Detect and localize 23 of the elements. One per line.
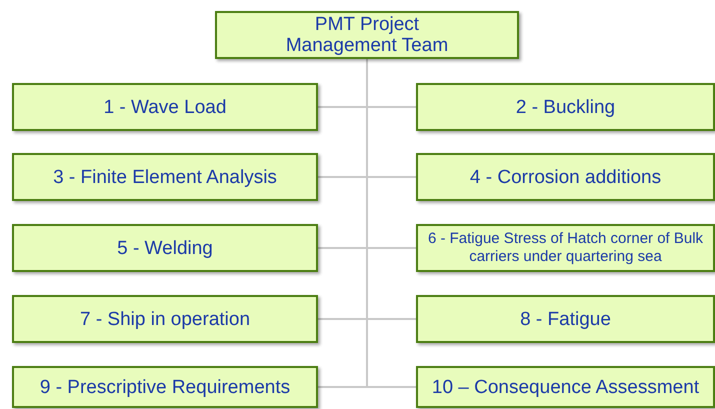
topic-box: [416, 224, 715, 272]
node-label: 4 - Corrosion additions: [470, 166, 662, 188]
node-label: PMT Project Management Team: [284, 14, 450, 56]
node-label: 2 - Buckling: [516, 96, 616, 118]
node-label: 7 - Ship in operation: [80, 308, 250, 330]
topic-box: [12, 295, 318, 343]
node-label: 8 - Fatigue: [520, 308, 611, 330]
node-label: 5 - Welding: [117, 238, 213, 258]
node-label: 10 – Consequence Assessment: [432, 376, 700, 398]
topic-box: [12, 83, 318, 131]
topic-box: [416, 295, 715, 343]
node-label: 3 - Finite Element Analysis: [53, 166, 277, 188]
connector-line: [366, 59, 416, 388]
topic-box: [12, 366, 318, 408]
topic-box: [12, 153, 318, 201]
topic-box: [416, 366, 715, 408]
node-label: 9 - Prescriptive Requirements: [40, 376, 290, 398]
team-box: [215, 11, 519, 59]
node-label: 6 - Fatigue Stress of Hatch corner of Bulk carriers under quartering sea: [426, 230, 704, 266]
node-label: 1 - Wave Load: [104, 96, 226, 118]
topic-box: [416, 83, 715, 131]
topic-box: [416, 153, 715, 201]
topic-box: [12, 224, 318, 272]
